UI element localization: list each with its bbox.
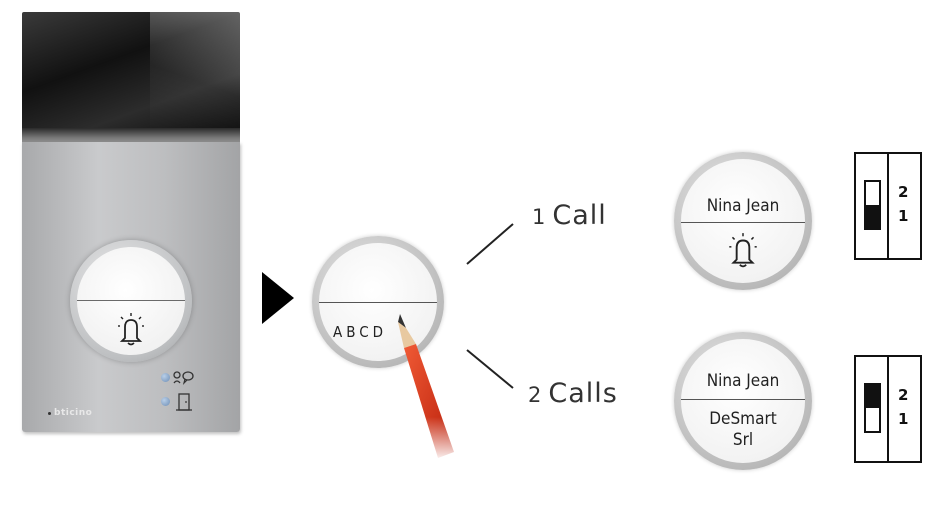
play-arrow-icon: [262, 272, 294, 324]
brand-logo: bticino: [54, 408, 93, 418]
button-divider: [681, 399, 805, 400]
button-label-text: ABCD: [333, 323, 388, 341]
button-name-bottom-line1: DeSmart: [709, 409, 777, 429]
branch-lines: [466, 223, 514, 389]
pencil-icon: [392, 314, 472, 462]
button-name-top: Nina Jean: [706, 371, 780, 391]
button-divider: [77, 300, 185, 301]
speech-status-led: [161, 373, 170, 382]
door-entry-panel: bticino: [22, 12, 240, 432]
bell-icon: [729, 233, 757, 268]
dip-switch-knob: [866, 205, 879, 228]
speech-icon: [173, 371, 194, 385]
button-divider: [319, 302, 437, 303]
bell-icon: [118, 313, 144, 346]
door-status-led: [161, 397, 170, 406]
dip-switch-knob: [866, 385, 879, 408]
dip-switch-two-calls: 2 1: [854, 355, 922, 463]
button-divider: [681, 222, 805, 223]
camera-glass-panel: [22, 12, 240, 134]
button-name-bottom-line2: Srl: [732, 430, 754, 450]
label-button: ABCD: [312, 236, 444, 368]
door-icon: [176, 393, 192, 411]
two-calls-button: Nina Jean DeSmart Srl: [674, 332, 812, 470]
button-name-top: Nina Jean: [706, 196, 780, 216]
dip-switch-one-call: 2 1: [854, 152, 922, 260]
one-call-button: Nina Jean: [674, 152, 812, 290]
panel-call-button[interactable]: [70, 240, 192, 362]
